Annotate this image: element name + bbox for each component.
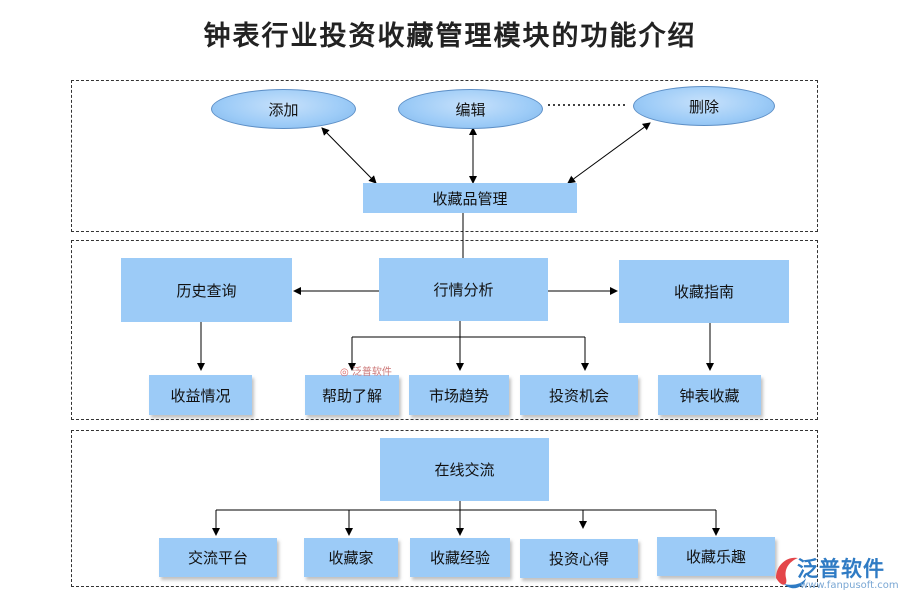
watermark-small: ◎ 泛普软件 [340,363,392,378]
arrow-delete-collection [567,122,651,184]
node-investment-opportunity-label: 投资机会 [548,386,609,405]
node-exchange-platform-label: 交流平台 [187,549,248,567]
node-market-trend: 市场趋势 [409,375,509,415]
node-delete: 删除 [633,86,775,126]
node-edit: 编辑 [398,89,543,129]
node-online-exchange: 在线交流 [380,438,549,501]
node-collector: 收藏家 [304,538,398,577]
node-investment-insights-label: 投资心得 [548,550,609,568]
node-collection-fun-label: 收藏乐趣 [685,548,746,566]
node-investment-opportunity: 投资机会 [520,375,638,415]
node-collection-management: 收藏品管理 [363,183,577,213]
node-exchange-platform: 交流平台 [159,538,277,577]
arrow-add-collection [321,127,377,184]
node-collection-guide: 收藏指南 [619,260,789,323]
node-history-query-label: 历史查询 [176,281,237,300]
node-online-exchange-label: 在线交流 [434,461,495,479]
node-history-query: 历史查询 [121,258,292,322]
node-add-label: 添加 [268,100,299,119]
node-income-status-label: 收益情况 [170,386,231,405]
node-income-status: 收益情况 [149,375,252,415]
section-collection-management [71,80,818,232]
section-market-analysis [71,240,818,420]
node-market-analysis-label: 行情分析 [433,281,494,299]
node-collection-experience: 收藏经验 [410,538,510,577]
node-help: 帮助了解 [305,375,399,415]
node-edit-label: 编辑 [455,100,486,119]
node-help-label: 帮助了解 [321,386,382,405]
node-collector-label: 收藏家 [328,549,374,567]
node-collection-fun: 收藏乐趣 [657,537,775,576]
node-collection-management-label: 收藏品管理 [432,189,508,208]
watermark-small-icon: ◎ [340,367,349,378]
logo-url: www.fanpusoft.com [800,580,899,591]
node-add: 添加 [211,89,356,129]
section-online-exchange [71,430,818,587]
node-watch-collection: 钟表收藏 [658,375,761,415]
node-market-analysis: 行情分析 [379,258,548,321]
node-collection-experience-label: 收藏经验 [429,549,490,567]
node-investment-insights: 投资心得 [520,539,638,578]
node-collection-guide-label: 收藏指南 [673,283,734,301]
node-delete-label: 删除 [688,97,719,116]
diagram-title: 钟表行业投资收藏管理模块的功能介绍 [203,21,697,52]
watermark-small-label: 泛普软件 [351,367,392,378]
fanpu-logo-icon [776,557,806,589]
node-watch-collection-label: 钟表收藏 [679,386,740,405]
logo-name: 泛普软件 [797,557,885,581]
node-market-trend-label: 市场趋势 [428,386,489,405]
